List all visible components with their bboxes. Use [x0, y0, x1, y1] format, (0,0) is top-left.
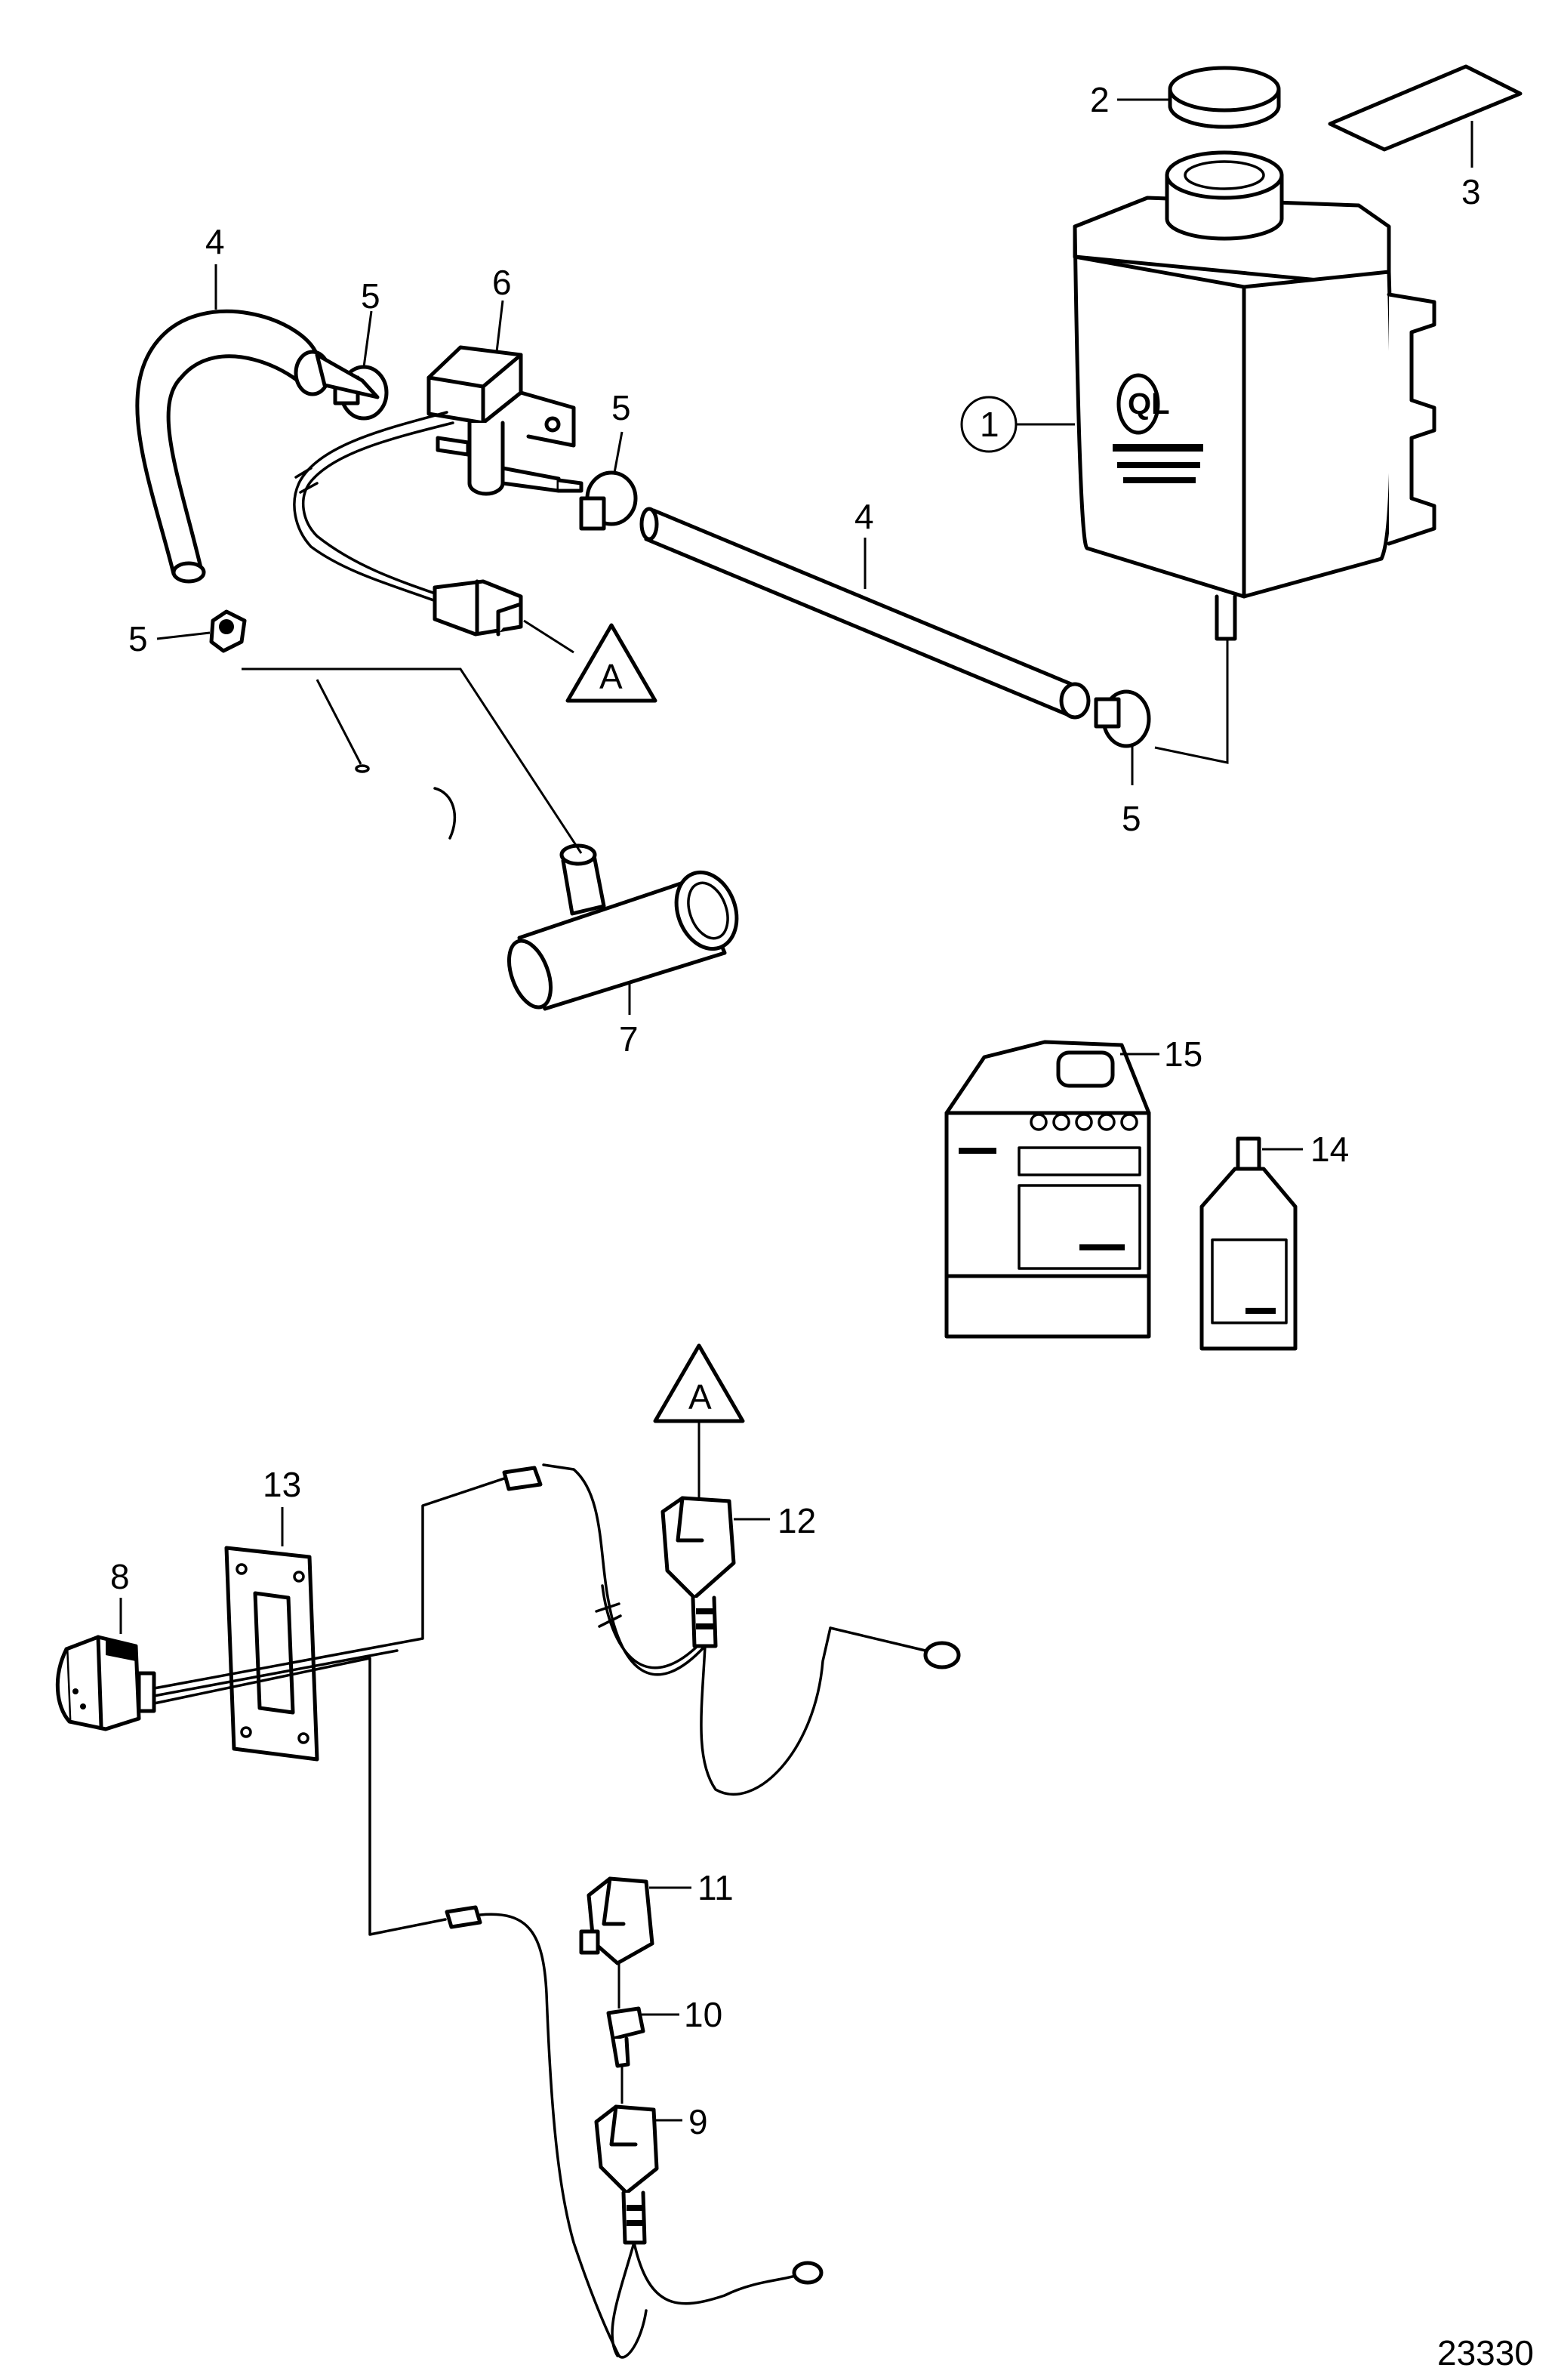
drawing-number: 23330: [1437, 2333, 1534, 2372]
hose-clamp-d: [1094, 689, 1151, 748]
callout-14-label: 14: [1310, 1130, 1349, 1169]
callout-11: 11: [649, 1868, 734, 1907]
callout-5-b: 5: [611, 388, 631, 473]
connector-ref-lower: A: [653, 1343, 745, 1504]
callout-13-label: 13: [263, 1465, 301, 1504]
callout-14: 14: [1262, 1130, 1349, 1169]
callout-5-b-label: 5: [611, 388, 631, 427]
callout-5-d-label: 5: [1122, 799, 1141, 838]
callout-6: 6: [492, 263, 512, 353]
decal-sheet: [1328, 64, 1523, 152]
rocker-switch: [55, 1635, 156, 1731]
callout-5-c-label: 5: [128, 619, 148, 658]
callout-4-upper-label: 4: [205, 222, 225, 261]
hose-curved: [135, 309, 331, 584]
callout-13: 13: [263, 1465, 301, 1546]
callout-6-label: 6: [492, 263, 512, 302]
pump-wire-harness: [293, 411, 523, 637]
wiring-harness-lower: [445, 1905, 824, 2359]
callout-4-lower-label: 4: [854, 497, 874, 536]
fluid-reservoir: QL: [1073, 150, 1436, 641]
callout-3-label: 3: [1461, 172, 1481, 211]
callout-15: 15: [1120, 1034, 1202, 1074]
hose-clamp-c: [209, 609, 247, 653]
callout-3: 3: [1461, 121, 1481, 211]
wiring-harness-upper: [502, 1463, 961, 1796]
hose-straight: [639, 507, 1091, 720]
callout-7: 7: [619, 982, 639, 1059]
callout-2: 2: [1090, 80, 1170, 119]
fuse-holder: [594, 2104, 659, 2245]
callout-10: 10: [642, 1995, 722, 2034]
callout-15-label: 15: [1164, 1034, 1202, 1074]
callout-5-a: 5: [361, 276, 380, 368]
callout-12-label: 12: [777, 1501, 816, 1540]
callout-9-label: 9: [688, 2102, 708, 2141]
filler-cap: [1168, 66, 1281, 129]
callout-2-label: 2: [1090, 80, 1110, 119]
callout-4-upper: 4: [205, 222, 225, 310]
callout-11-label: 11: [697, 1868, 734, 1907]
callout-9: 9: [655, 2102, 708, 2141]
connector-ref-lower-label: A: [688, 1377, 712, 1417]
fluid-can-large: [944, 1040, 1151, 1339]
connector-ref-upper-label: A: [599, 657, 623, 696]
washer-pump: [426, 345, 583, 496]
connector-ref-upper: A: [523, 619, 657, 703]
callout-5-d: 5: [1122, 746, 1141, 838]
fuse: [606, 2006, 645, 2068]
callout-12: 12: [734, 1501, 816, 1540]
callout-1: 1: [960, 396, 1075, 453]
t-pipe: [507, 843, 739, 1011]
callout-8: 8: [110, 1557, 130, 1634]
fluid-bottle: [1199, 1136, 1298, 1351]
callout-1-label: 1: [980, 405, 999, 444]
callout-4-lower: 4: [854, 497, 874, 589]
fuse-cover: [579, 1876, 654, 1965]
hose-clamp-b: [579, 470, 638, 531]
callout-5-a-label: 5: [361, 276, 380, 316]
callout-8-label: 8: [110, 1557, 130, 1596]
switch-bezel: [224, 1546, 319, 1762]
hose-short: [315, 353, 380, 399]
callout-10-label: 10: [684, 1995, 722, 2034]
callout-7-label: 7: [619, 1019, 639, 1059]
svg-text:QL: QL: [1128, 387, 1170, 421]
switch-wires: [152, 1477, 506, 1936]
callout-5-c: 5: [128, 619, 211, 658]
